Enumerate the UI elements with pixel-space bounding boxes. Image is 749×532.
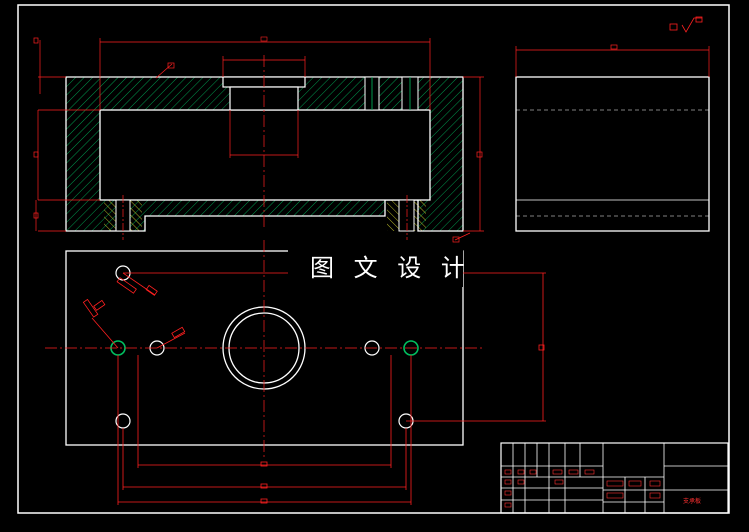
surface-finish-symbol [669, 16, 703, 33]
thread-hatch-right2 [414, 200, 426, 231]
title-block [500, 442, 729, 514]
sheet-outer-border [17, 4, 730, 514]
side-view-outline [515, 76, 710, 232]
watermark-text: 图 文 设 计 [310, 254, 471, 282]
thread-hatch-left2 [130, 200, 142, 231]
watermark: 图 文 设 计 [288, 249, 471, 287]
front-view-dimensions [33, 36, 484, 243]
bolt-hole-bottom-right [398, 199, 415, 232]
thread-hatch-right [387, 200, 399, 231]
side-view [515, 44, 710, 232]
front-section-view [65, 55, 464, 240]
drawing-title: 支承板 [683, 497, 701, 505]
thread-hatch-left [104, 200, 116, 231]
plan-view [45, 240, 546, 505]
